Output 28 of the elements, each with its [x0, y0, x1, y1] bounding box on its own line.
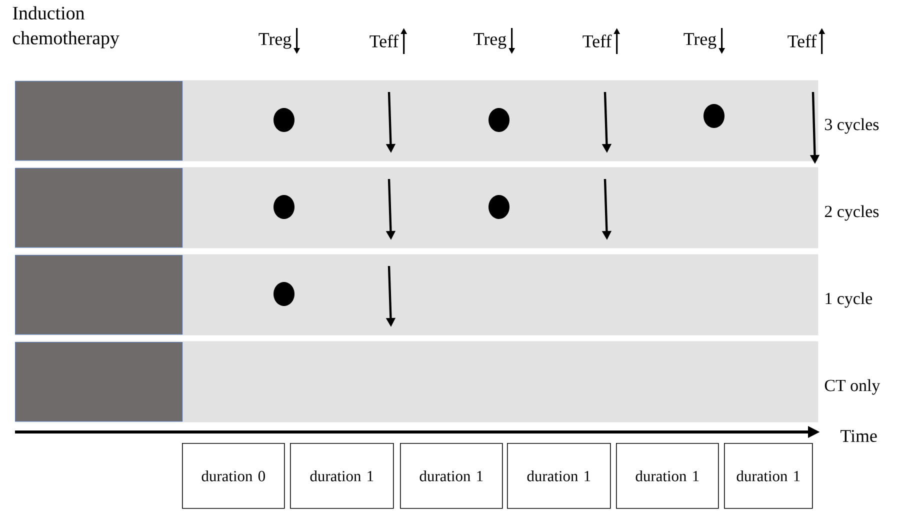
- duration-box: duration 1: [507, 443, 611, 509]
- row-label: CT only: [824, 379, 880, 395]
- duration-box: duration 1: [290, 443, 394, 509]
- duration-box: duration 1: [616, 443, 719, 509]
- dot: [704, 104, 724, 128]
- duration-box: duration 1: [400, 443, 503, 509]
- axis-label: Time: [840, 430, 877, 442]
- cell-label: Teff: [788, 34, 817, 48]
- duration-box: duration 1: [724, 443, 813, 509]
- induction-block: [15, 342, 183, 422]
- cell-label: Treg: [684, 33, 716, 49]
- cell-label: Treg: [258, 33, 292, 49]
- cell-label: Teff: [370, 34, 399, 48]
- dot: [488, 195, 510, 219]
- row-label: 2 cycles: [824, 205, 879, 221]
- duration-box: duration 0: [182, 443, 285, 509]
- induction-block: [15, 81, 183, 161]
- induction-block: [15, 168, 183, 248]
- row-label: 1 cycle: [826, 292, 872, 308]
- cell-label: Teff: [582, 34, 612, 48]
- dot: [488, 108, 510, 132]
- heading: Induction chemotherapy: [12, 6, 120, 48]
- dot: [274, 282, 294, 306]
- dot: [274, 195, 294, 219]
- induction-block: [15, 255, 183, 335]
- cell-label: Treg: [474, 33, 506, 49]
- row-label: 3 cycles: [825, 118, 879, 134]
- dot: [274, 108, 294, 132]
